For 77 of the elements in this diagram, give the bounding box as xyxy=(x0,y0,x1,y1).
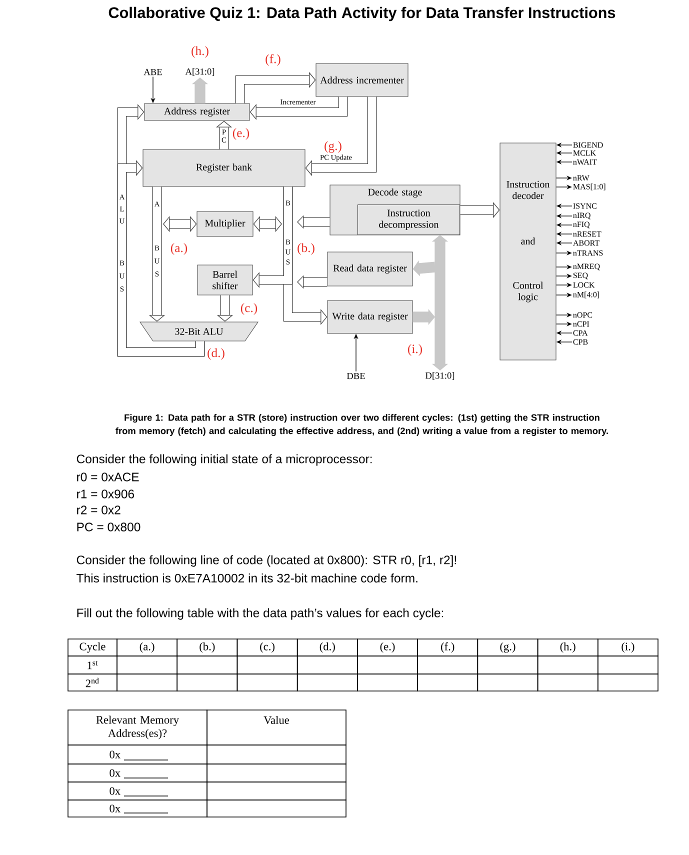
signal-label: nTRANS xyxy=(573,250,603,256)
alu-trapezoid: 32-Bit ALU xyxy=(140,322,259,342)
signal-label: A[31:0] xyxy=(185,68,214,76)
table-cell: 0x xyxy=(68,764,208,782)
table-cell: (h.) xyxy=(537,638,598,656)
callout-letter: (h.) xyxy=(192,46,208,58)
callout-letter: (e.) xyxy=(232,128,250,140)
bus-arrow xyxy=(252,186,293,288)
callout-letter: (f.) xyxy=(266,54,280,66)
text-line: This instruction is 0xE7A10002 in its 32-bit machine code form. xyxy=(76,574,418,583)
caption: Figure 1: Data path for a STR (store) instruction over two different cycles: (1st) getting the STR instruction from memory (fetch) and calculating the effective address, and (2nd) writing a value from a register to memory. xyxy=(116,414,608,436)
signal-label: nM[4:0] xyxy=(573,292,599,298)
signal-label: nRESET xyxy=(573,231,602,237)
text-line: r0 = 0xACE xyxy=(77,472,139,482)
title: Collaborative Quiz 1: Data Path Activity for Data Transfer Instructions xyxy=(108,6,616,22)
table-cell: 1$^{st}$ xyxy=(68,656,118,674)
callout-letter: (g.) xyxy=(324,141,342,153)
multiplier-box: Multiplier xyxy=(196,211,254,237)
signal-label: nCPI xyxy=(573,321,590,327)
signal-label: MAS[1:0] xyxy=(573,184,606,190)
decompression-box: Instruction decompression xyxy=(357,204,460,235)
text-line: r1 = 0x906 xyxy=(77,490,134,498)
table-cell: (d.) xyxy=(296,638,358,656)
signal-label: CPB xyxy=(573,339,588,345)
signal-label: nMREQ xyxy=(573,264,600,270)
text-line: Consider the following line of code (located at 0x800): STR r0, [r1, r2]! xyxy=(76,555,456,567)
shifter-box: Barrel shifter xyxy=(197,264,253,296)
signal-label: D[31:0] xyxy=(426,372,454,380)
signal-label: nFIQ xyxy=(573,222,590,228)
table-cell: (c.) xyxy=(236,638,298,656)
table-cell: (a.) xyxy=(116,638,178,656)
table-cell: Relevant Memory Address(es)? xyxy=(68,710,208,746)
signal-label: DBE xyxy=(346,372,365,380)
bus-arrow xyxy=(117,160,205,357)
table-cell: (i.) xyxy=(598,638,658,656)
register-bank-box: Register bank xyxy=(142,149,306,187)
text-line: r2 = 0x2 xyxy=(77,506,120,514)
signal-label: nOPC xyxy=(573,312,592,318)
bus-arrow xyxy=(235,72,316,104)
signal-label: MCLK xyxy=(573,150,596,156)
text-line: Fill out the following table with the data path’s values for each cycle: xyxy=(77,608,444,620)
register-box: Address register xyxy=(144,103,250,121)
signal-label: nIRQ xyxy=(573,212,591,220)
bus-arrow xyxy=(253,216,282,232)
incrementer-box: Address incrementer xyxy=(316,63,408,97)
signal-label: SEQ xyxy=(573,272,588,280)
signal-label: nRW xyxy=(573,175,590,181)
signal-label: nWAIT xyxy=(573,159,597,165)
text-line: PC = 0x800 xyxy=(77,522,140,532)
table-cell: Value xyxy=(206,710,346,746)
table-cell: 2$^{nd}$ xyxy=(68,674,118,692)
signal-label: ISYNC xyxy=(573,203,596,209)
table-cell: (e.) xyxy=(357,638,418,656)
table-cell: Cycle xyxy=(68,638,118,656)
text-line: Consider the following initial state of a microprocessor: xyxy=(76,454,372,466)
signal-label: LOCK xyxy=(573,282,595,288)
bus-arrow xyxy=(250,96,348,120)
callout-letter: (i.) xyxy=(408,344,422,356)
callout-letter: (a.) xyxy=(170,243,188,255)
callout-letter: (c.) xyxy=(240,303,258,315)
bus-arrow xyxy=(163,216,197,232)
table-cell: 0x xyxy=(68,782,208,800)
register-box: Read data register xyxy=(327,252,413,286)
bus-arrow xyxy=(305,96,377,176)
signal-label: ABE xyxy=(144,68,162,76)
table-cell: (b.) xyxy=(176,638,238,656)
table-cell: 0x xyxy=(68,800,208,818)
signal-label: ABORT xyxy=(573,240,600,246)
register-box: Write data register xyxy=(327,300,413,334)
signal-label: CPA xyxy=(573,330,588,336)
control-logic-box: Instruction decoder and Control logic xyxy=(500,142,556,360)
table-cell: (f.) xyxy=(417,638,478,656)
table-cell: (g.) xyxy=(477,638,538,656)
callout-letter: (d.) xyxy=(208,348,224,360)
table-cell: 0x xyxy=(68,744,208,764)
callout-letter: (b.) xyxy=(298,243,314,255)
signal-label: BIGEND xyxy=(573,142,603,148)
